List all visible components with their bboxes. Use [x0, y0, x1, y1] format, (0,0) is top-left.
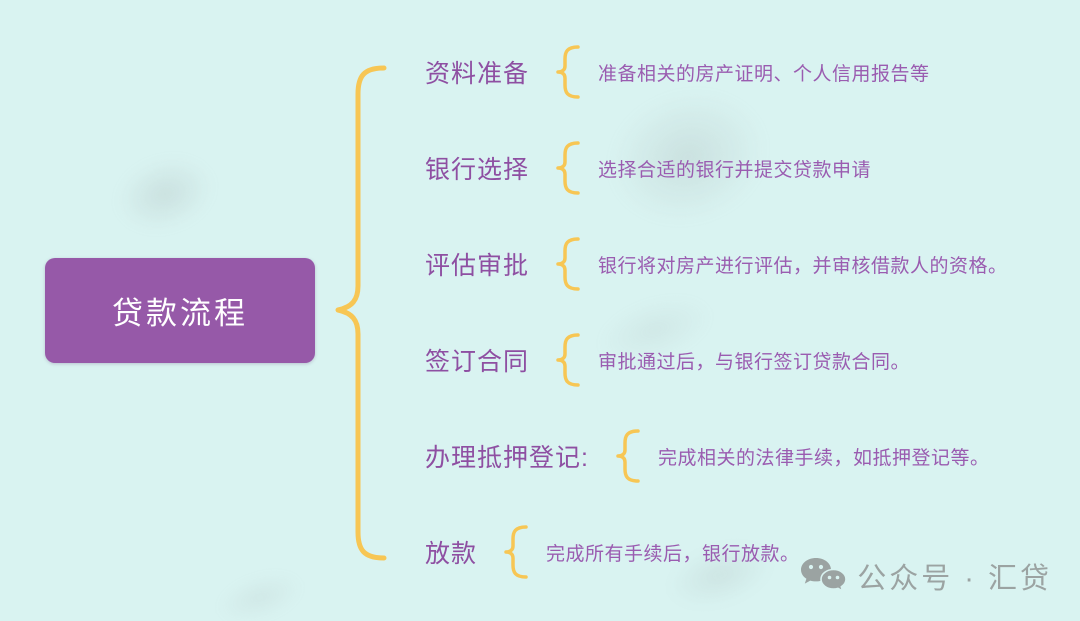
branch-row-sign-contract: 签订合同 审批通过后，与银行签订贷款合同。	[425, 312, 1008, 408]
watermark-smudge	[106, 144, 224, 244]
branch-title: 银行选择	[425, 156, 530, 184]
branch-description: 完成相关的法律手续，如抵押登记等。	[657, 447, 990, 469]
branch-title: 评估审批	[425, 252, 530, 280]
small-curly-brace-icon	[556, 333, 580, 387]
branch-title: 办理抵押登记:	[425, 444, 589, 472]
account-watermark-label: 公众号 · 汇贷	[857, 563, 1052, 595]
branch-description: 准备相关的房产证明、个人信用报告等	[598, 63, 930, 85]
branch-list: 资料准备 准备相关的房产证明、个人信用报告等 银行选择 选择合适的银行并提交贷款…	[425, 24, 1008, 600]
branch-title: 放款	[425, 540, 478, 568]
small-curly-brace-icon	[504, 525, 528, 579]
account-watermark: 公众号 · 汇贷	[800, 555, 1052, 597]
root-node-label: 贷款流程	[112, 296, 248, 331]
branch-row-mortgage-registration: 办理抵押登记: 完成相关的法律手续，如抵押登记等。	[425, 408, 1008, 504]
big-curly-brace-connector	[335, 65, 387, 561]
branch-row-disbursement: 放款 完成所有手续后，银行放款。	[425, 504, 1008, 600]
small-curly-brace-icon	[556, 141, 580, 195]
branch-row-material-preparation: 资料准备 准备相关的房产证明、个人信用报告等	[425, 24, 1008, 120]
small-curly-brace-icon	[556, 237, 580, 291]
wechat-icon	[801, 558, 848, 593]
watermark-smudge	[210, 562, 310, 621]
branch-row-bank-selection: 银行选择 选择合适的银行并提交贷款申请	[425, 120, 1008, 216]
branch-title: 签订合同	[425, 348, 530, 376]
branch-description: 银行将对房产进行评估，并审核借款人的资格。	[598, 255, 1008, 277]
small-curly-brace-icon	[556, 45, 580, 99]
branch-description: 审批通过后，与银行签订贷款合同。	[598, 351, 911, 373]
branch-row-evaluation-approval: 评估审批 银行将对房产进行评估，并审核借款人的资格。	[425, 216, 1008, 312]
root-node-loan-process: 贷款流程	[45, 258, 315, 363]
branch-description: 完成所有手续后，银行放款。	[546, 543, 800, 565]
branch-description: 选择合适的银行并提交贷款申请	[598, 159, 872, 181]
branch-title: 资料准备	[425, 60, 530, 88]
small-curly-brace-icon	[616, 429, 640, 483]
